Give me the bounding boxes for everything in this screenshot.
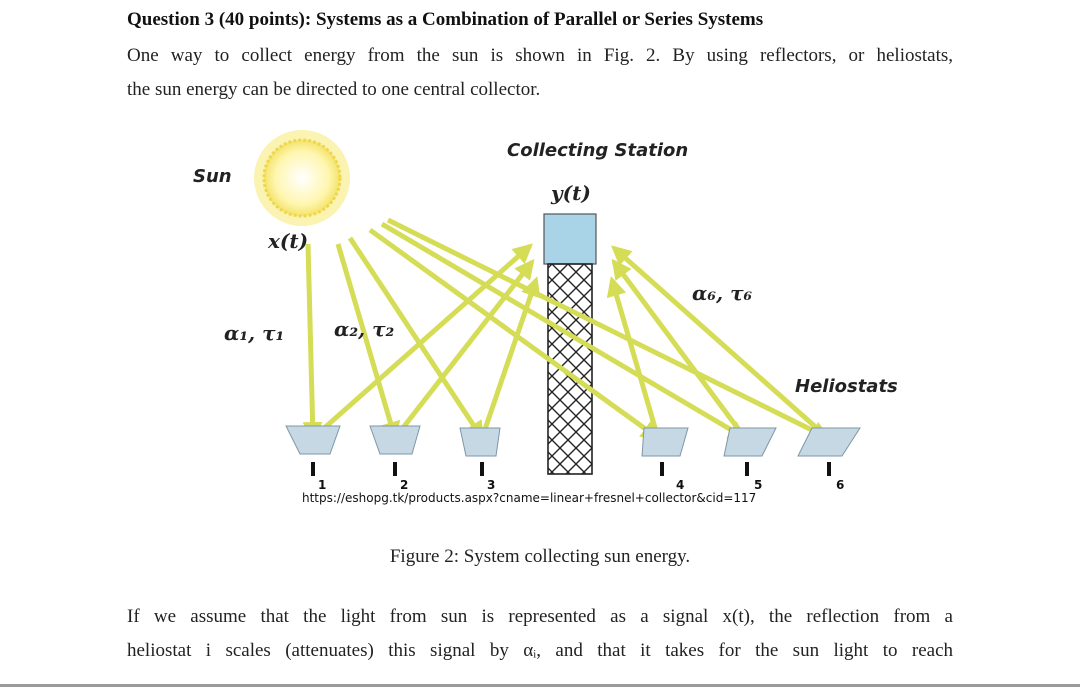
bottom-paragraph: If we assume that the light from sun is … <box>127 600 953 668</box>
sun-icon <box>254 130 350 226</box>
station-signal-label: y(t) <box>550 181 591 205</box>
heliostats-label: Heliostats <box>795 376 898 397</box>
intro-paragraph: One way to collect energy from the sun i… <box>127 39 953 107</box>
intro-line-2: the sun energy can be directed to one ce… <box>127 79 541 100</box>
heliostat-3 <box>459 427 501 476</box>
heliostat-number-4: 4 <box>676 478 684 492</box>
heliostat-number-3: 3 <box>487 478 495 492</box>
param-label-6: α₆, τ₆ <box>692 281 753 305</box>
heliostat-number-6: 6 <box>836 478 844 492</box>
figure-caption: Figure 2: System collecting sun energy. <box>389 546 691 567</box>
reflected-beams <box>311 243 830 440</box>
page-bottom-border <box>0 684 1080 687</box>
param-label-1: α₁, τ₁ <box>224 321 284 345</box>
param-label-2: α₂, τ₂ <box>334 317 395 341</box>
bottom-line-2: heliostat i scales (attenuates) this sig… <box>127 640 953 661</box>
heliostat-5 <box>723 427 777 476</box>
intro-line-1: One way to collect energy from the sun i… <box>127 45 953 66</box>
bottom-line-1: If we assume that the light from sun is … <box>127 606 953 627</box>
sun-label: Sun <box>193 166 232 187</box>
collecting-tower <box>543 213 597 475</box>
question-heading: Question 3 (40 points): Systems as a Com… <box>127 9 764 30</box>
incoming-beams <box>302 217 832 442</box>
station-label: Collecting Station <box>507 140 688 161</box>
heliostat-number-2: 2 <box>400 478 408 492</box>
heliostat-1 <box>285 425 341 476</box>
sun-signal-label: x(t) <box>267 229 308 253</box>
heliostat-number-5: 5 <box>754 478 762 492</box>
heliostat-2 <box>369 425 421 476</box>
source-url: https://eshopg.tk/products.aspx?cname=li… <box>302 491 756 505</box>
heliostat-4 <box>641 427 689 476</box>
heliostat-number-1: 1 <box>318 478 326 492</box>
heliostat-6 <box>797 427 861 476</box>
